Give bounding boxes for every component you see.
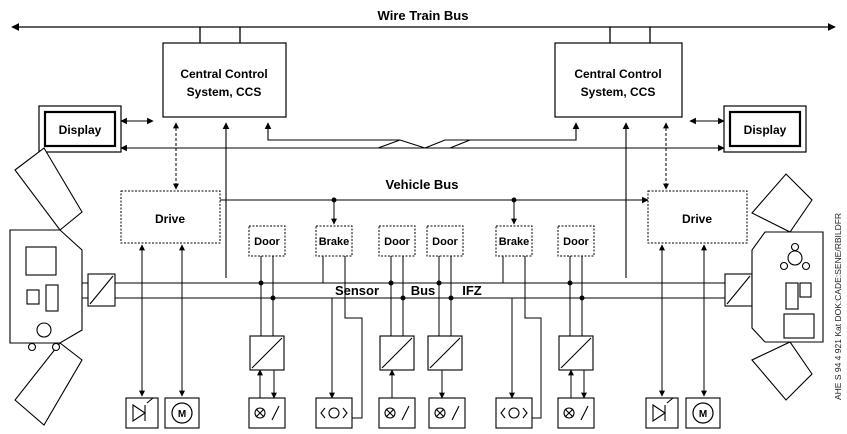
module-sensor-links (258, 256, 585, 336)
wire-train-bus-label: Wire Train Bus (378, 8, 469, 23)
brake-sensor-icon-2 (495, 397, 533, 429)
door-3-label: Door (432, 236, 458, 248)
motor-icon-left: M (164, 397, 200, 429)
door-1-label: Door (254, 236, 280, 248)
ccs-sensor-links (222, 122, 630, 278)
brake-1-label: Brake (319, 236, 350, 248)
sensor-coupler-right (724, 273, 753, 307)
motor-icon-right: M (685, 397, 721, 429)
ccs-left-label-1: Central Control (180, 67, 267, 81)
ccs-interconnect (120, 117, 725, 152)
brake-sensor-icon-1 (315, 397, 353, 429)
drive-left: Drive (120, 190, 221, 244)
driver-console-left (9, 147, 83, 426)
led-icon-left (125, 397, 159, 429)
door-3: Door (426, 225, 464, 257)
door-2: Door (378, 225, 416, 257)
sensor-label: Sensor (335, 283, 379, 298)
ccs-drive-links (173, 122, 669, 190)
drive-right-label: Drive (682, 212, 712, 226)
device-links (139, 244, 707, 419)
sensor-coupler-left (87, 273, 116, 307)
brake-2: Brake (495, 225, 533, 257)
brake-1: Brake (315, 225, 353, 257)
lamp-switch-icon-3 (428, 397, 466, 429)
ccs-left: Central Control System, CCS (162, 42, 287, 118)
drive-left-label: Drive (155, 212, 185, 226)
display-left-label: Display (59, 123, 102, 137)
led-icon-right (645, 397, 679, 429)
lamp-switch-icon-1 (248, 397, 286, 429)
ccs-right-label-1: Central Control (574, 67, 661, 81)
drive-right: Drive (647, 190, 748, 244)
brake-2-label: Brake (499, 236, 530, 248)
door-1: Door (248, 225, 286, 257)
door-4-label: Door (563, 236, 589, 248)
ccs-right: Central Control System, CCS (554, 42, 683, 118)
motor-right-label: M (699, 409, 707, 420)
lamp-switch-icon-2 (378, 397, 416, 429)
ccs-left-label-2: System, CCS (187, 85, 262, 99)
converter-row (249, 335, 594, 371)
brake-vehicle-links (331, 197, 517, 225)
vehicle-bus-label: Vehicle Bus (386, 177, 459, 192)
display-left: Display (38, 105, 122, 153)
door-4: Door (557, 225, 595, 257)
motor-left-label: M (178, 409, 186, 420)
wire-train-bus (11, 23, 836, 43)
display-right: Display (723, 105, 807, 153)
ifz-label: IFZ (462, 283, 482, 298)
ccs-right-label-2: System, CCS (581, 85, 656, 99)
lamp-switch-icon-4 (557, 397, 595, 429)
driver-console-right (751, 173, 824, 401)
bus-label: Bus (411, 283, 436, 298)
drawing-reference: AHE S 94 4 921 Kat DOK:CADE:SENE/RBILDFR (833, 213, 843, 400)
sensor-bus-label-bg (332, 284, 482, 297)
door-2-label: Door (384, 236, 410, 248)
display-right-label: Display (744, 123, 787, 137)
